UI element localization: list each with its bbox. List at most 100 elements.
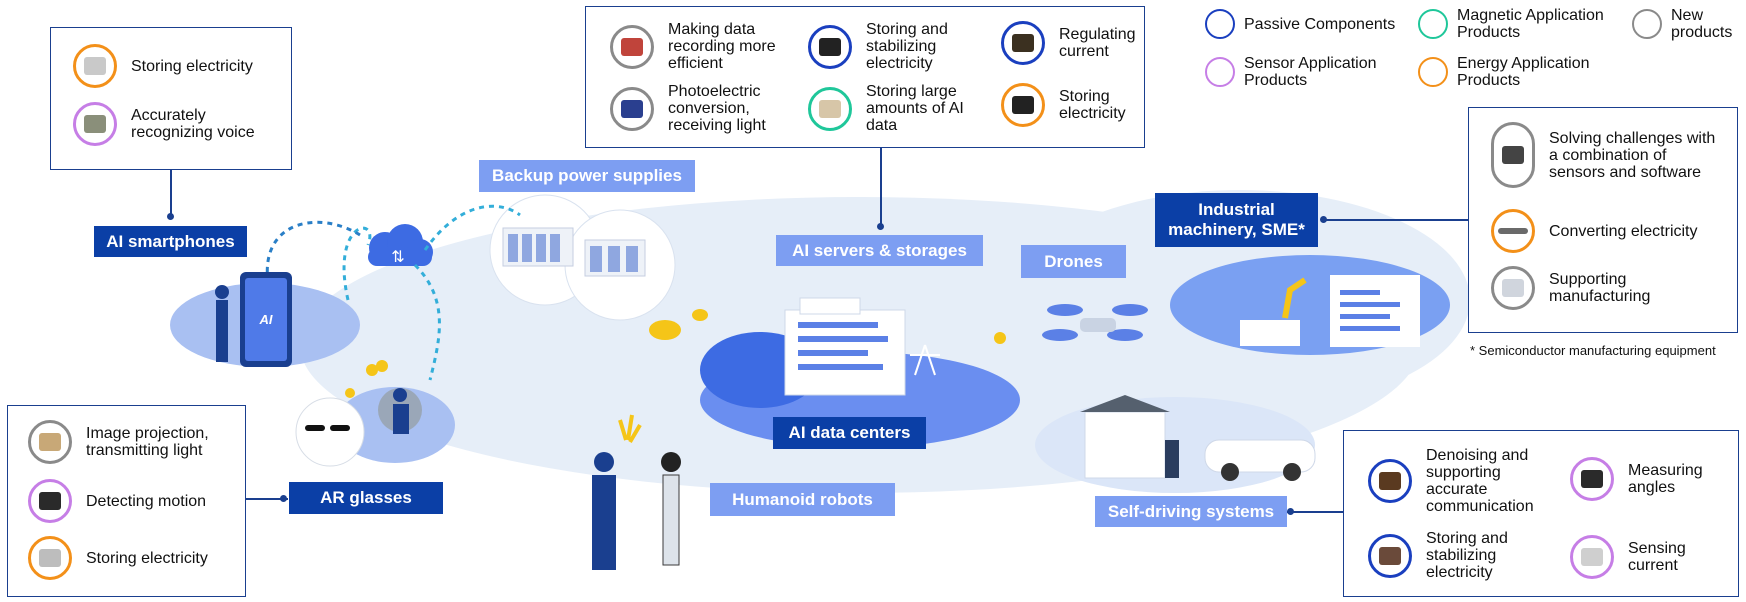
- tag-backup-power[interactable]: Backup power supplies: [479, 160, 695, 192]
- connector-line: [1323, 219, 1468, 221]
- connector-line: [246, 498, 288, 500]
- tag-industrial[interactable]: Industrial machinery, SME*: [1155, 193, 1318, 247]
- feature-text: Accurately recognizing voice: [131, 107, 255, 141]
- legend-energy: Energy Application Products: [1418, 55, 1618, 89]
- cloud-icon: ⇅: [368, 224, 433, 266]
- feature-text: Image projection, transmitting light: [86, 425, 209, 459]
- connector-node: [280, 495, 287, 502]
- feature-text: Making data recording more efficient: [668, 21, 776, 72]
- tag-ar-glasses[interactable]: AR glasses: [289, 482, 443, 514]
- feature-item: Photoelectric conversion, receiving ligh…: [610, 83, 778, 134]
- backup-power-illustration: [502, 227, 708, 340]
- footnote: * Semiconductor manufacturing equipment: [1470, 343, 1716, 358]
- legend-label: New products: [1671, 7, 1733, 41]
- smartphone-illustration: AI: [215, 272, 292, 367]
- tag-ai-servers[interactable]: AI servers & storages: [776, 235, 983, 266]
- feature-text: Converting electricity: [1549, 222, 1698, 240]
- tag-humanoid-robots[interactable]: Humanoid robots: [710, 483, 895, 516]
- legend-ring-icon: [1418, 9, 1448, 39]
- feature-item: Supporting manufacturing: [1491, 266, 1719, 310]
- connector-line: [1287, 511, 1343, 513]
- feature-item: Regulating current: [1001, 21, 1159, 65]
- legend-label: Magnetic Application Products: [1457, 7, 1604, 41]
- smartphones-feature-box: Storing electricity Accurately recognizi…: [50, 27, 292, 170]
- power-converter-icon: [1491, 209, 1535, 253]
- machine-icon: [1491, 266, 1535, 310]
- feature-item: Storing electricity: [28, 536, 226, 580]
- tag-drones[interactable]: Drones: [1021, 245, 1126, 278]
- connector-node: [1287, 508, 1294, 515]
- feature-text: Solving challenges with a combination of…: [1549, 129, 1716, 181]
- hdd-head-icon: [610, 24, 654, 69]
- ar-feature-box: Image projection, transmitting light Det…: [7, 405, 246, 597]
- industrial-feature-box: Solving challenges with a combination of…: [1468, 107, 1738, 333]
- angle-sensor-icon: [1570, 457, 1614, 501]
- legend-ring-icon: [1205, 57, 1235, 87]
- ar-person-illustration: [295, 360, 422, 467]
- feature-text: Storing electricity: [1059, 88, 1126, 122]
- connector-node: [1320, 216, 1327, 223]
- feature-text: Storing large amounts of AI data: [866, 83, 964, 134]
- inductor-icon: [1001, 21, 1045, 65]
- drone-illustration: [1042, 304, 1148, 341]
- data-center-illustration: [784, 297, 1006, 396]
- feature-item: Solving challenges with a combination of…: [1491, 122, 1719, 188]
- tag-ai-data-centers[interactable]: AI data centers: [773, 417, 926, 449]
- feature-item: Converting electricity: [1491, 209, 1719, 253]
- feature-item: Storing electricity: [73, 44, 281, 88]
- feature-item: Sensing current: [1570, 535, 1728, 579]
- legend-label: Passive Components: [1244, 15, 1396, 33]
- feature-item: Making data recording more efficient: [610, 21, 778, 72]
- motion-sensor-icon: [28, 479, 72, 523]
- feature-text: Measuring angles: [1628, 462, 1703, 496]
- film-capacitor-icon: [1368, 533, 1412, 578]
- feature-item: Storing large amounts of AI data: [808, 83, 976, 134]
- cable-icon: [808, 86, 852, 131]
- legend-ring-icon: [1205, 9, 1235, 39]
- connector-line: [170, 170, 172, 215]
- svg-text:⇅: ⇅: [391, 247, 404, 266]
- self-driving-feature-box: Denoising and supporting accurate commun…: [1343, 430, 1739, 597]
- feature-text: Regulating current: [1059, 26, 1136, 60]
- legend-ring-icon: [1632, 9, 1662, 39]
- projection-chip-icon: [28, 420, 72, 464]
- connector-node: [167, 213, 174, 220]
- feature-text: Sensing current: [1628, 540, 1686, 574]
- battery-cell-icon: [28, 536, 72, 580]
- feature-item: Storing electricity: [1001, 83, 1159, 127]
- legend-label: Energy Application Products: [1457, 55, 1590, 89]
- sensor-software-icon: [1491, 122, 1535, 188]
- factory-illustration: [1240, 275, 1420, 347]
- feature-text: Storing and stabilizing electricity: [866, 21, 948, 72]
- microphone-chip-icon: [73, 102, 117, 146]
- feature-text: Supporting manufacturing: [1549, 271, 1651, 305]
- feature-text: Storing electricity: [86, 549, 208, 567]
- feature-item: Denoising and supporting accurate commun…: [1368, 447, 1551, 515]
- legend-magnetic: Magnetic Application Products: [1418, 7, 1618, 41]
- feature-item: Detecting motion: [28, 479, 226, 523]
- current-sensor-icon: [1570, 535, 1614, 579]
- feature-item: Accurately recognizing voice: [73, 102, 281, 146]
- tag-self-driving[interactable]: Self-driving systems: [1095, 496, 1287, 527]
- legend-sensor: Sensor Application Products: [1205, 55, 1405, 89]
- feature-text: Storing electricity: [131, 57, 253, 75]
- connector-node: [877, 223, 884, 230]
- battery-icon: [73, 44, 117, 88]
- feature-text: Detecting motion: [86, 492, 207, 510]
- phone-ai-label: AI: [259, 312, 273, 327]
- feature-text: Denoising and supporting accurate commun…: [1426, 447, 1534, 515]
- legend-label: Sensor Application Products: [1244, 55, 1377, 89]
- capacitor-icon: [808, 24, 852, 69]
- feature-text: Storing and stabilizing electricity: [1426, 530, 1508, 581]
- servers-feature-box: Making data recording more efficient Sto…: [585, 6, 1145, 148]
- self-driving-illustration: [1080, 395, 1316, 481]
- legend-passive: Passive Components: [1205, 9, 1395, 39]
- photodetector-icon: [610, 86, 654, 131]
- legend-new: New products: [1632, 7, 1742, 41]
- choke-coil-icon: [1368, 459, 1412, 503]
- feature-text: Photoelectric conversion, receiving ligh…: [668, 83, 766, 134]
- feature-item: Image projection, transmitting light: [28, 420, 226, 464]
- tag-ai-smartphones[interactable]: AI smartphones: [94, 226, 247, 257]
- feature-item: Storing and stabilizing electricity: [808, 21, 976, 72]
- humanoid-robots-illustration: [592, 414, 681, 570]
